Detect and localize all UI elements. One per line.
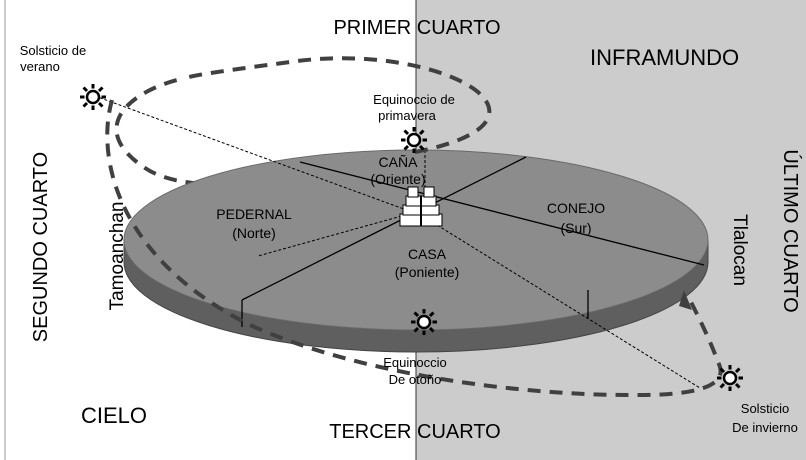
label-cielo: CIELO — [81, 403, 147, 428]
orbit-top — [184, 56, 492, 154]
temple-icon — [399, 186, 443, 227]
section-casa-name: CASA — [408, 246, 447, 262]
section-conejo-dir: (Sur) — [560, 220, 591, 236]
label-inframundo: INFRAMUNDO — [590, 45, 739, 70]
label-ultimo-cuarto: ÚLTIMO CUARTO — [779, 149, 802, 312]
event-solsticio-invierno-line2: De invierno — [732, 420, 798, 435]
sun-equinoccio-primavera-icon — [399, 125, 429, 155]
label-tercer-cuarto: TERCER CUARTO — [329, 421, 501, 443]
section-casa-dir: (Poniente) — [395, 264, 460, 280]
orbit-arrowhead — [679, 290, 692, 310]
event-equinoccio-primavera-line1: Equinoccio de — [373, 92, 455, 107]
label-segundo-cuarto: SEGUNDO CUARTO — [30, 152, 52, 342]
section-pedernal-name: PEDERNAL — [216, 206, 292, 222]
section-conejo-name: CONEJO — [547, 200, 605, 216]
label-primer-cuarto: PRIMER CUARTO — [333, 17, 500, 39]
orbit-front — [105, 99, 723, 398]
event-solsticio-invierno-line1: Solsticio — [741, 401, 789, 416]
event-solsticio-verano-line2: verano — [20, 59, 60, 74]
event-equinoccio-otono-line1: Equinoccio — [383, 355, 447, 370]
section-divider-1 — [299, 161, 705, 266]
event-equinoccio-primavera-line2: primavera — [378, 108, 437, 123]
section-cana-dir: (Oriente) — [370, 171, 425, 187]
sun-solsticio-verano-icon — [78, 82, 108, 112]
section-pedernal-dir: (Norte) — [232, 225, 276, 241]
event-solsticio-verano-line1: Solsticio de — [20, 43, 86, 58]
section-divider-2 — [241, 156, 527, 301]
label-tamoanchan: Tamoanchan — [107, 202, 128, 311]
label-tlalocan: Tlalocan — [729, 214, 750, 286]
sun-solsticio-invierno-icon — [715, 363, 745, 393]
event-equinoccio-otono-line2: De otoño — [389, 372, 442, 387]
earth-disk — [123, 149, 709, 353]
section-cana-name: CAÑA — [379, 154, 419, 170]
sun-equinoccio-otono-icon — [409, 307, 439, 337]
